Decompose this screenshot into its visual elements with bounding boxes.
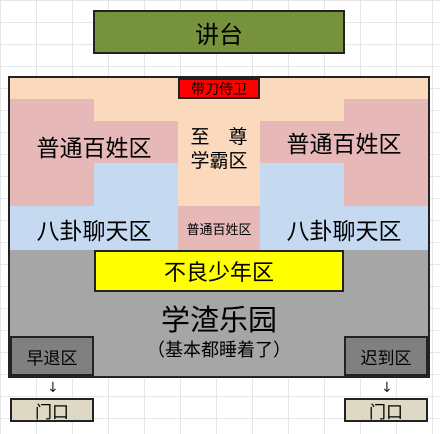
left-commoner-zone-upper [94,121,178,163]
podium: 讲台 [93,10,345,54]
supreme-label-line2: 学霸区 [190,149,248,172]
right-door: 门口 [344,398,428,423]
delinquent-label: 不良少年区 [163,261,274,286]
center-commoner-label: 普通百姓区 [186,222,252,238]
guard-zone: 带刀侍卫 [178,78,260,99]
right-down-arrow-icon: ↓ [381,380,393,396]
delinquent-zone: 不良少年区 [94,250,344,292]
left-bagua-label: 八卦聊天区 [36,219,152,245]
left-bagua-zone [10,206,178,250]
guard-label: 带刀侍卫 [191,81,247,98]
slacker-subtitle: （基本都睡着了） [147,340,291,361]
early-leave-zone: 早退区 [10,336,94,376]
right-bagua-zone-upper [260,163,344,206]
podium-label: 讲台 [195,20,243,49]
right-bagua-zone [260,206,428,250]
right-commoner-zone-upper [260,121,344,163]
slacker-title: 学渣乐园 [160,303,277,337]
left-down-arrow-icon: ↓ [47,380,59,396]
left-door-label: 门口 [35,402,69,423]
right-bagua-label: 八卦聊天区 [286,219,402,245]
center-commoner-zone [178,206,260,250]
left-bagua-zone-upper [94,163,178,206]
right-commoner-label: 普通百姓区 [286,132,402,158]
right-commoner-zone [344,99,428,206]
supreme-label-line1: 至 尊 [190,125,248,148]
early-leave-label: 早退区 [26,348,78,369]
left-door: 门口 [10,398,94,423]
late-arrival-label: 迟到区 [360,348,412,369]
left-commoner-zone [10,99,94,206]
left-commoner-label: 普通百姓区 [36,136,152,162]
late-arrival-zone: 迟到区 [344,336,428,376]
right-door-label: 门口 [369,402,403,423]
